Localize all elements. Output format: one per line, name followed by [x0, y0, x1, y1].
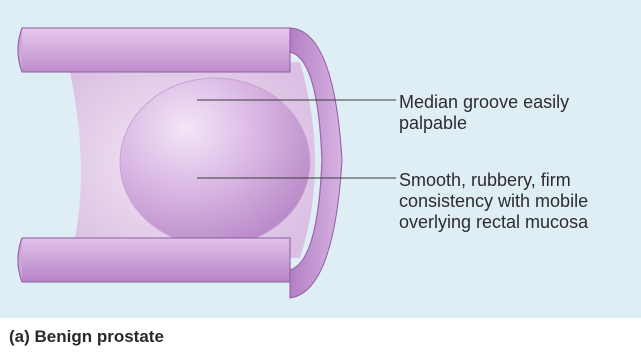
callout-median-groove-line-2: palpable — [399, 113, 569, 134]
callout-consistency: Smooth, rubbery, firm consistency with m… — [399, 170, 588, 233]
prostate-gland — [120, 78, 310, 246]
figure-caption: (a) Benign prostate — [9, 327, 164, 347]
rectal-wall-lower — [18, 238, 290, 282]
callout-median-groove: Median groove easily palpable — [399, 92, 569, 134]
callout-median-groove-line-1: Median groove easily — [399, 92, 569, 113]
rectal-wall-upper — [18, 28, 290, 72]
rectum-prostate-illustration — [0, 0, 641, 318]
callout-consistency-line-3: overlying rectal mucosa — [399, 212, 588, 233]
callout-consistency-line-1: Smooth, rubbery, firm — [399, 170, 588, 191]
callout-consistency-line-2: consistency with mobile — [399, 191, 588, 212]
